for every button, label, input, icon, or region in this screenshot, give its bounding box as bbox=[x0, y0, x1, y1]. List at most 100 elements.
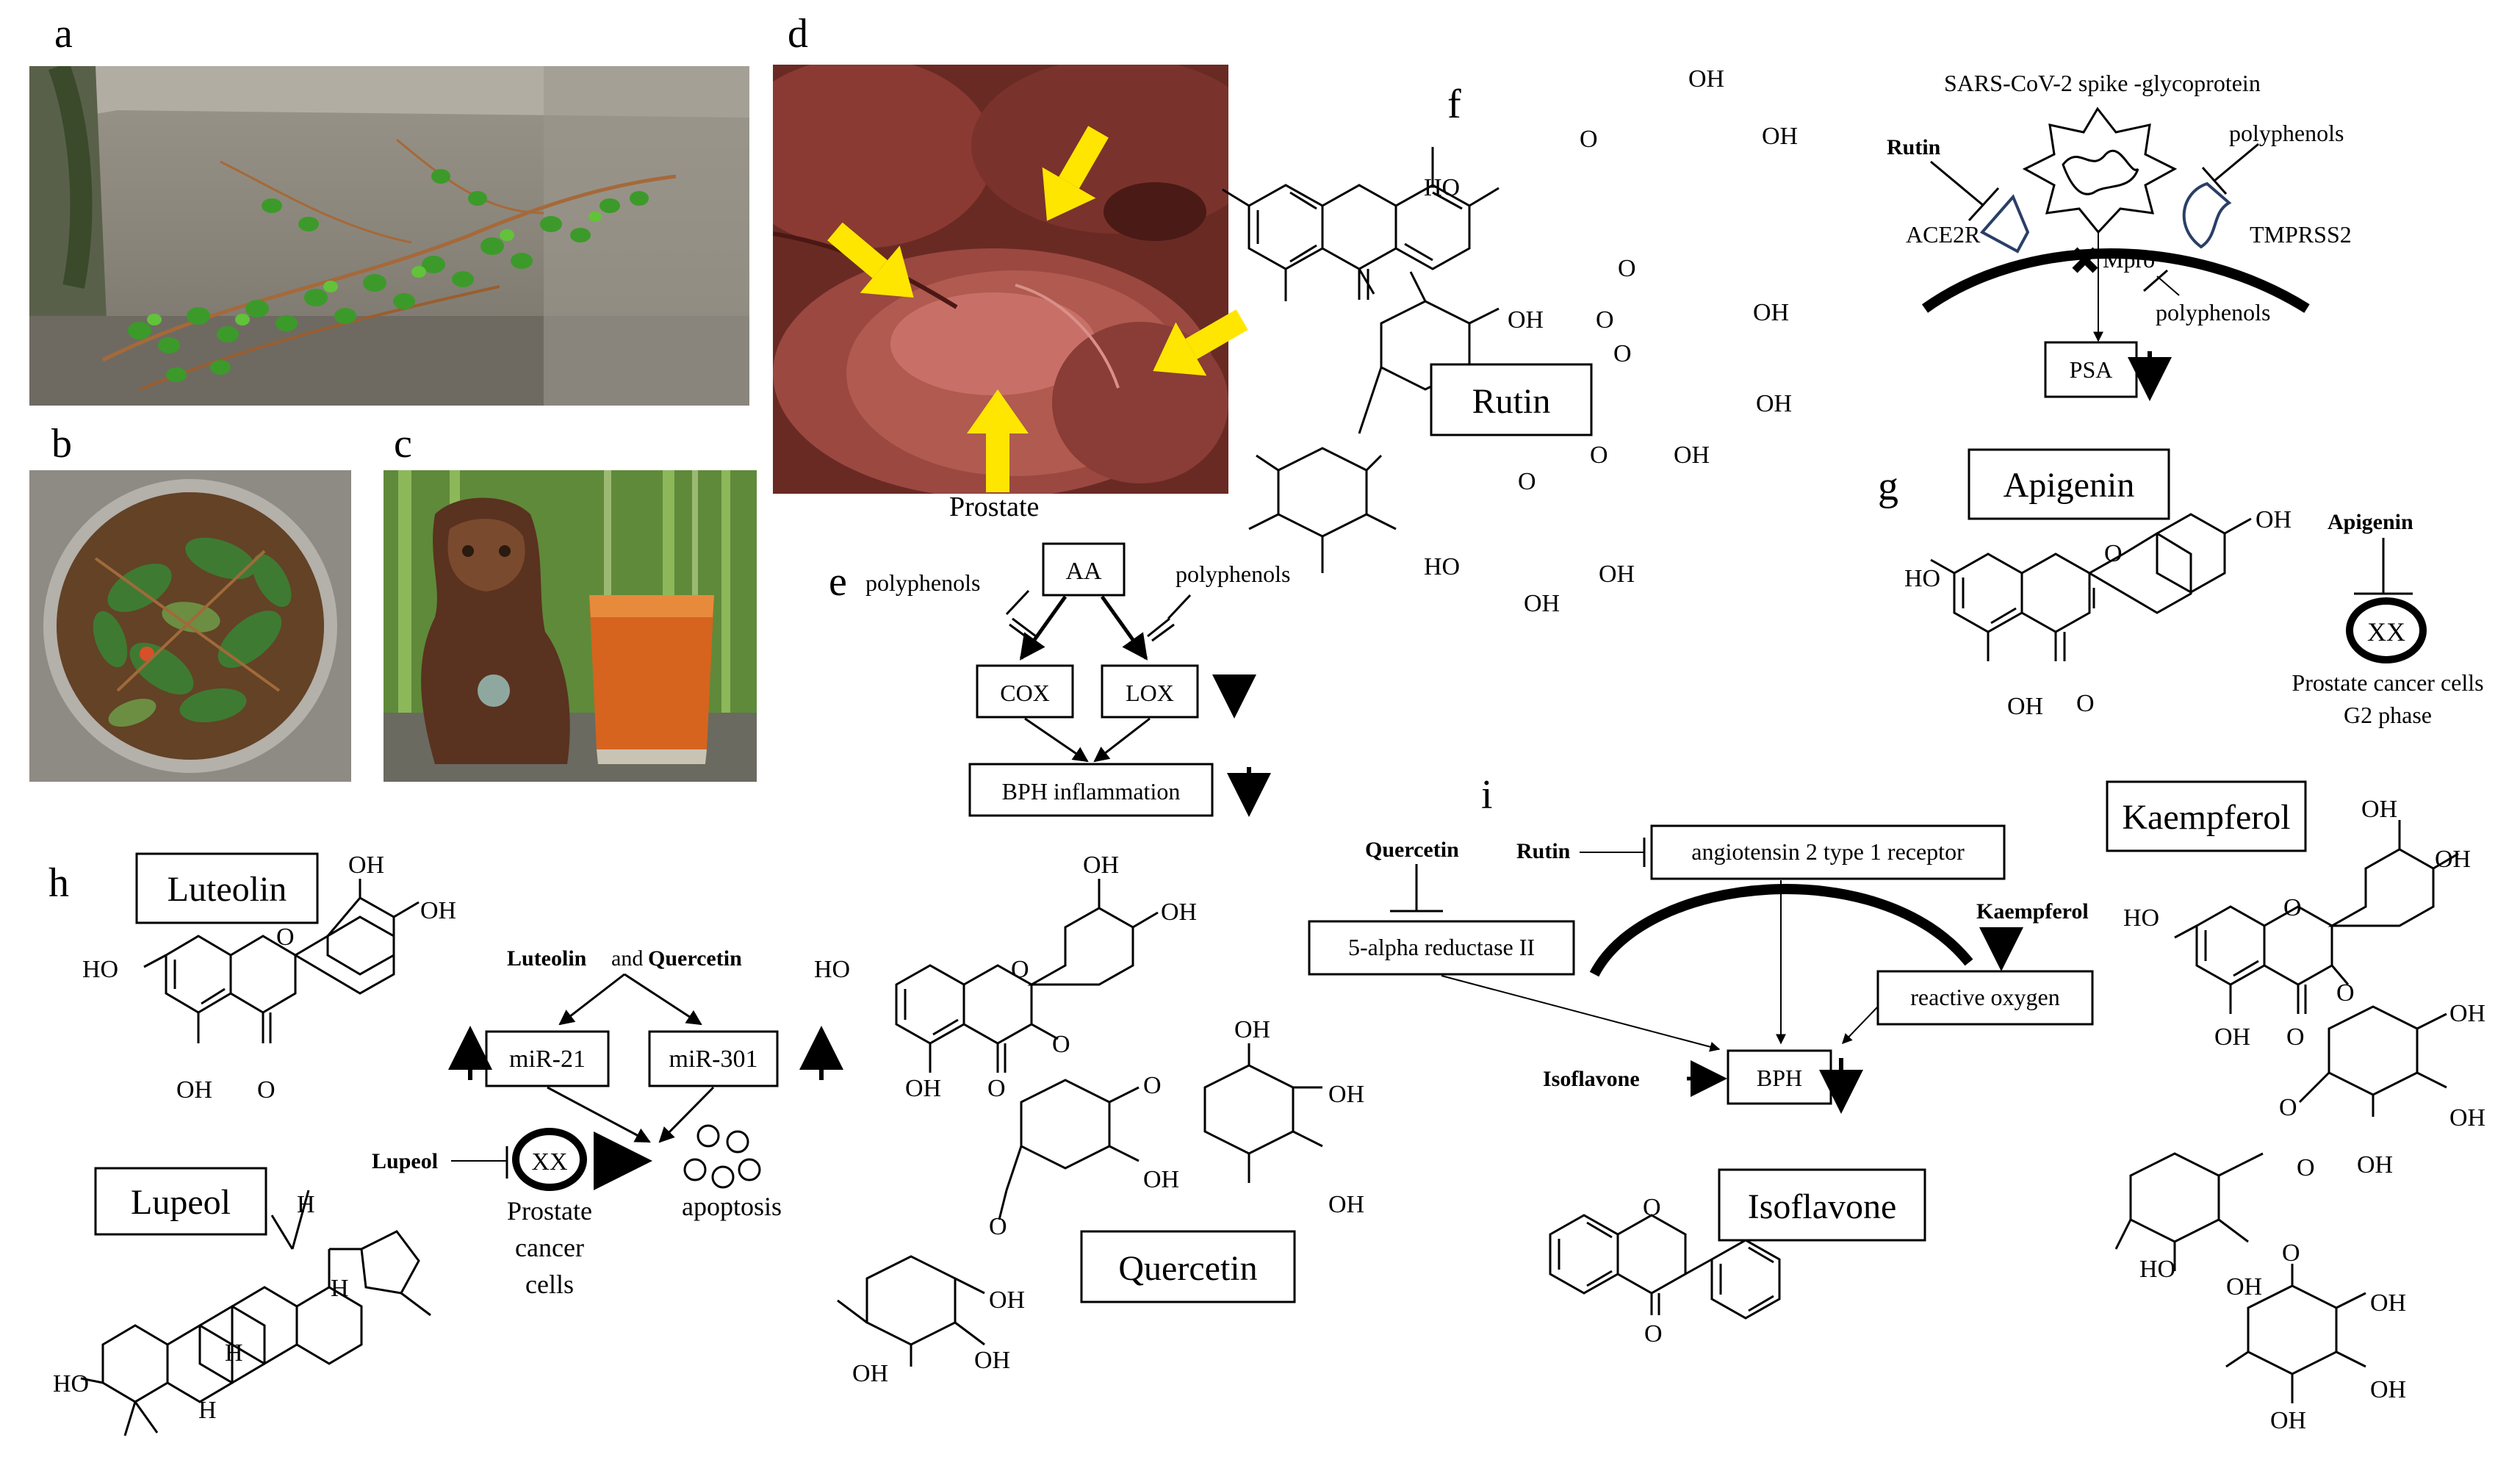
at1r-label: angiotensin 2 type 1 receptor bbox=[1691, 838, 1965, 865]
atom-oh: OH bbox=[2256, 506, 2292, 533]
psa-label: PSA bbox=[2070, 356, 2113, 383]
rna-icon bbox=[2062, 149, 2139, 195]
atom-o: O bbox=[1643, 1194, 1661, 1221]
g2-phase-label: G2 phase bbox=[2344, 702, 2432, 728]
rutin-inhibitor-label: Rutin bbox=[1887, 135, 1941, 159]
atom-o: O bbox=[1618, 255, 1636, 282]
atom-o: O bbox=[1644, 1320, 1663, 1348]
quercetin-box-label: Quercetin bbox=[1118, 1249, 1257, 1288]
atom-o: O bbox=[2297, 1154, 2315, 1181]
atom-oh: OH bbox=[989, 1287, 1025, 1314]
mirna-pathway: Luteolin and Quercetin miR-21 miR-301 Lu… bbox=[372, 946, 843, 1299]
rutin-atoms: OH OH HO O O OH O OH O OH OH O O HO OH O… bbox=[1424, 65, 1798, 617]
yellow-arrow-icons bbox=[827, 126, 1248, 492]
atom-oh: OH bbox=[420, 897, 456, 924]
atom-o: O bbox=[2104, 540, 2123, 567]
panel-e: AA polyphenols polyphenols COX LOX BPH i… bbox=[865, 542, 1290, 817]
panel-i: Quercetin Rutin angiotensin 2 type 1 rec… bbox=[1308, 824, 2094, 1114]
quercetin-box bbox=[1080, 1230, 1296, 1303]
atom-oh: OH bbox=[2007, 693, 2043, 720]
atom-oh: OH bbox=[974, 1347, 1010, 1374]
panel-label-f: f bbox=[1447, 82, 1461, 127]
mir301-label: miR-301 bbox=[669, 1046, 758, 1073]
atom-o: O bbox=[987, 1075, 1006, 1102]
lox-box bbox=[1101, 664, 1199, 719]
atom-o: O bbox=[2279, 1094, 2297, 1121]
atom-h: H bbox=[331, 1275, 349, 1302]
atom-o: O bbox=[2286, 1023, 2305, 1051]
and-label: and bbox=[611, 946, 643, 971]
cox-label: COX bbox=[1000, 680, 1050, 706]
photo-c-shisa-and-tea bbox=[384, 470, 757, 782]
atom-o: O bbox=[257, 1076, 276, 1104]
luteolin-and-label: Luteolin bbox=[507, 946, 587, 971]
atom-o: O bbox=[1613, 340, 1632, 367]
photo-d-caption: Prostate bbox=[949, 492, 1039, 522]
polyphenols-right: polyphenols bbox=[1176, 561, 1290, 587]
kaempferol-inhibitor-label: Kaempferol bbox=[1976, 899, 2089, 924]
photo-a-plant-on-wall bbox=[29, 66, 749, 406]
inhibit-lox bbox=[1151, 623, 1175, 642]
atom-oh: OH bbox=[1143, 1166, 1179, 1193]
cancer-cell-icon bbox=[2346, 597, 2427, 663]
lox-label: LOX bbox=[1126, 680, 1174, 706]
atom-oh: OH bbox=[2370, 1376, 2406, 1403]
five-alpha-label: 5-alpha reductase II bbox=[1348, 934, 1535, 960]
atom-ho: HO bbox=[2123, 904, 2159, 932]
atom-oh: OH bbox=[1083, 852, 1119, 879]
atom-o: O bbox=[2282, 1239, 2300, 1267]
panel-label-i: i bbox=[1481, 772, 1493, 818]
chromosome-icon: XX bbox=[2367, 617, 2405, 647]
tmprss2-label: TMPRSS2 bbox=[2250, 221, 2352, 248]
atom-oh: OH bbox=[1762, 123, 1798, 150]
luteolin-box bbox=[135, 852, 319, 924]
atom-o: O bbox=[2076, 690, 2095, 717]
atom-oh: OH bbox=[2449, 1000, 2485, 1027]
apigenin-box bbox=[1968, 448, 2170, 520]
panel-label-a: a bbox=[54, 11, 73, 57]
atom-oh: OH bbox=[1508, 306, 1544, 334]
panel-label-g: g bbox=[1878, 464, 1898, 509]
panel-label-b: b bbox=[51, 421, 72, 467]
atom-o: O bbox=[2336, 979, 2355, 1007]
panel-label-e: e bbox=[829, 559, 847, 605]
five-alpha-box bbox=[1308, 920, 1575, 976]
reactive-oxygen-label: reactive oxygen bbox=[1910, 984, 2059, 1010]
atom-ho: HO bbox=[1904, 565, 1940, 592]
atom-oh: OH bbox=[1234, 1016, 1270, 1043]
atom-oh: OH bbox=[1688, 65, 1724, 93]
panel-label-d: d bbox=[788, 11, 808, 57]
atom-oh: OH bbox=[1524, 590, 1560, 617]
atom-ho: HO bbox=[1424, 174, 1460, 201]
isoflavone-inhibitor-label: Isoflavone bbox=[1543, 1067, 1640, 1091]
atom-h: H bbox=[198, 1397, 217, 1424]
kaempferol-box-label: Kaempferol bbox=[2122, 798, 2290, 837]
mpro-label: Mpro bbox=[2103, 246, 2155, 273]
lupeol-box-label: Lupeol bbox=[131, 1183, 231, 1222]
isoflavone-box-label: Isoflavone bbox=[1748, 1187, 1897, 1226]
sars-cov2-diagram: SARS-CoV-2 spike -glycoprotein Rutin pol… bbox=[1887, 70, 2352, 401]
atom-o: O bbox=[1518, 468, 1536, 495]
apoptosis-label: apoptosis bbox=[682, 1192, 782, 1221]
lupeol-structure bbox=[80, 1190, 431, 1436]
apoptosis-bubbles-icon bbox=[683, 1124, 761, 1189]
polyphenols-left: polyphenols bbox=[865, 569, 980, 596]
chromosome-icon: XX bbox=[531, 1148, 567, 1176]
atom-oh: OH bbox=[348, 852, 384, 879]
atom-oh: OH bbox=[2270, 1407, 2306, 1434]
at1r-box bbox=[1650, 824, 2006, 880]
ace2r-receptor-icon bbox=[1979, 194, 2030, 253]
atom-ho: HO bbox=[1424, 553, 1460, 580]
block-x-icon bbox=[2072, 247, 2098, 273]
atom-oh: OH bbox=[2449, 1104, 2485, 1131]
reactive-oxygen-box bbox=[1876, 970, 2094, 1026]
rutin-box bbox=[1430, 363, 1593, 436]
atom-h: H bbox=[225, 1339, 243, 1367]
psa-box bbox=[2044, 341, 2138, 398]
atom-oh: OH bbox=[1328, 1081, 1364, 1108]
quercetin-atoms: OH OH HO O OH O O O OH OH OH OH O OH OH … bbox=[814, 852, 1364, 1387]
mir301-box bbox=[648, 1030, 779, 1087]
polyphenols-bottom-label: polyphenols bbox=[2156, 299, 2270, 325]
atom-o: O bbox=[1052, 1031, 1070, 1058]
